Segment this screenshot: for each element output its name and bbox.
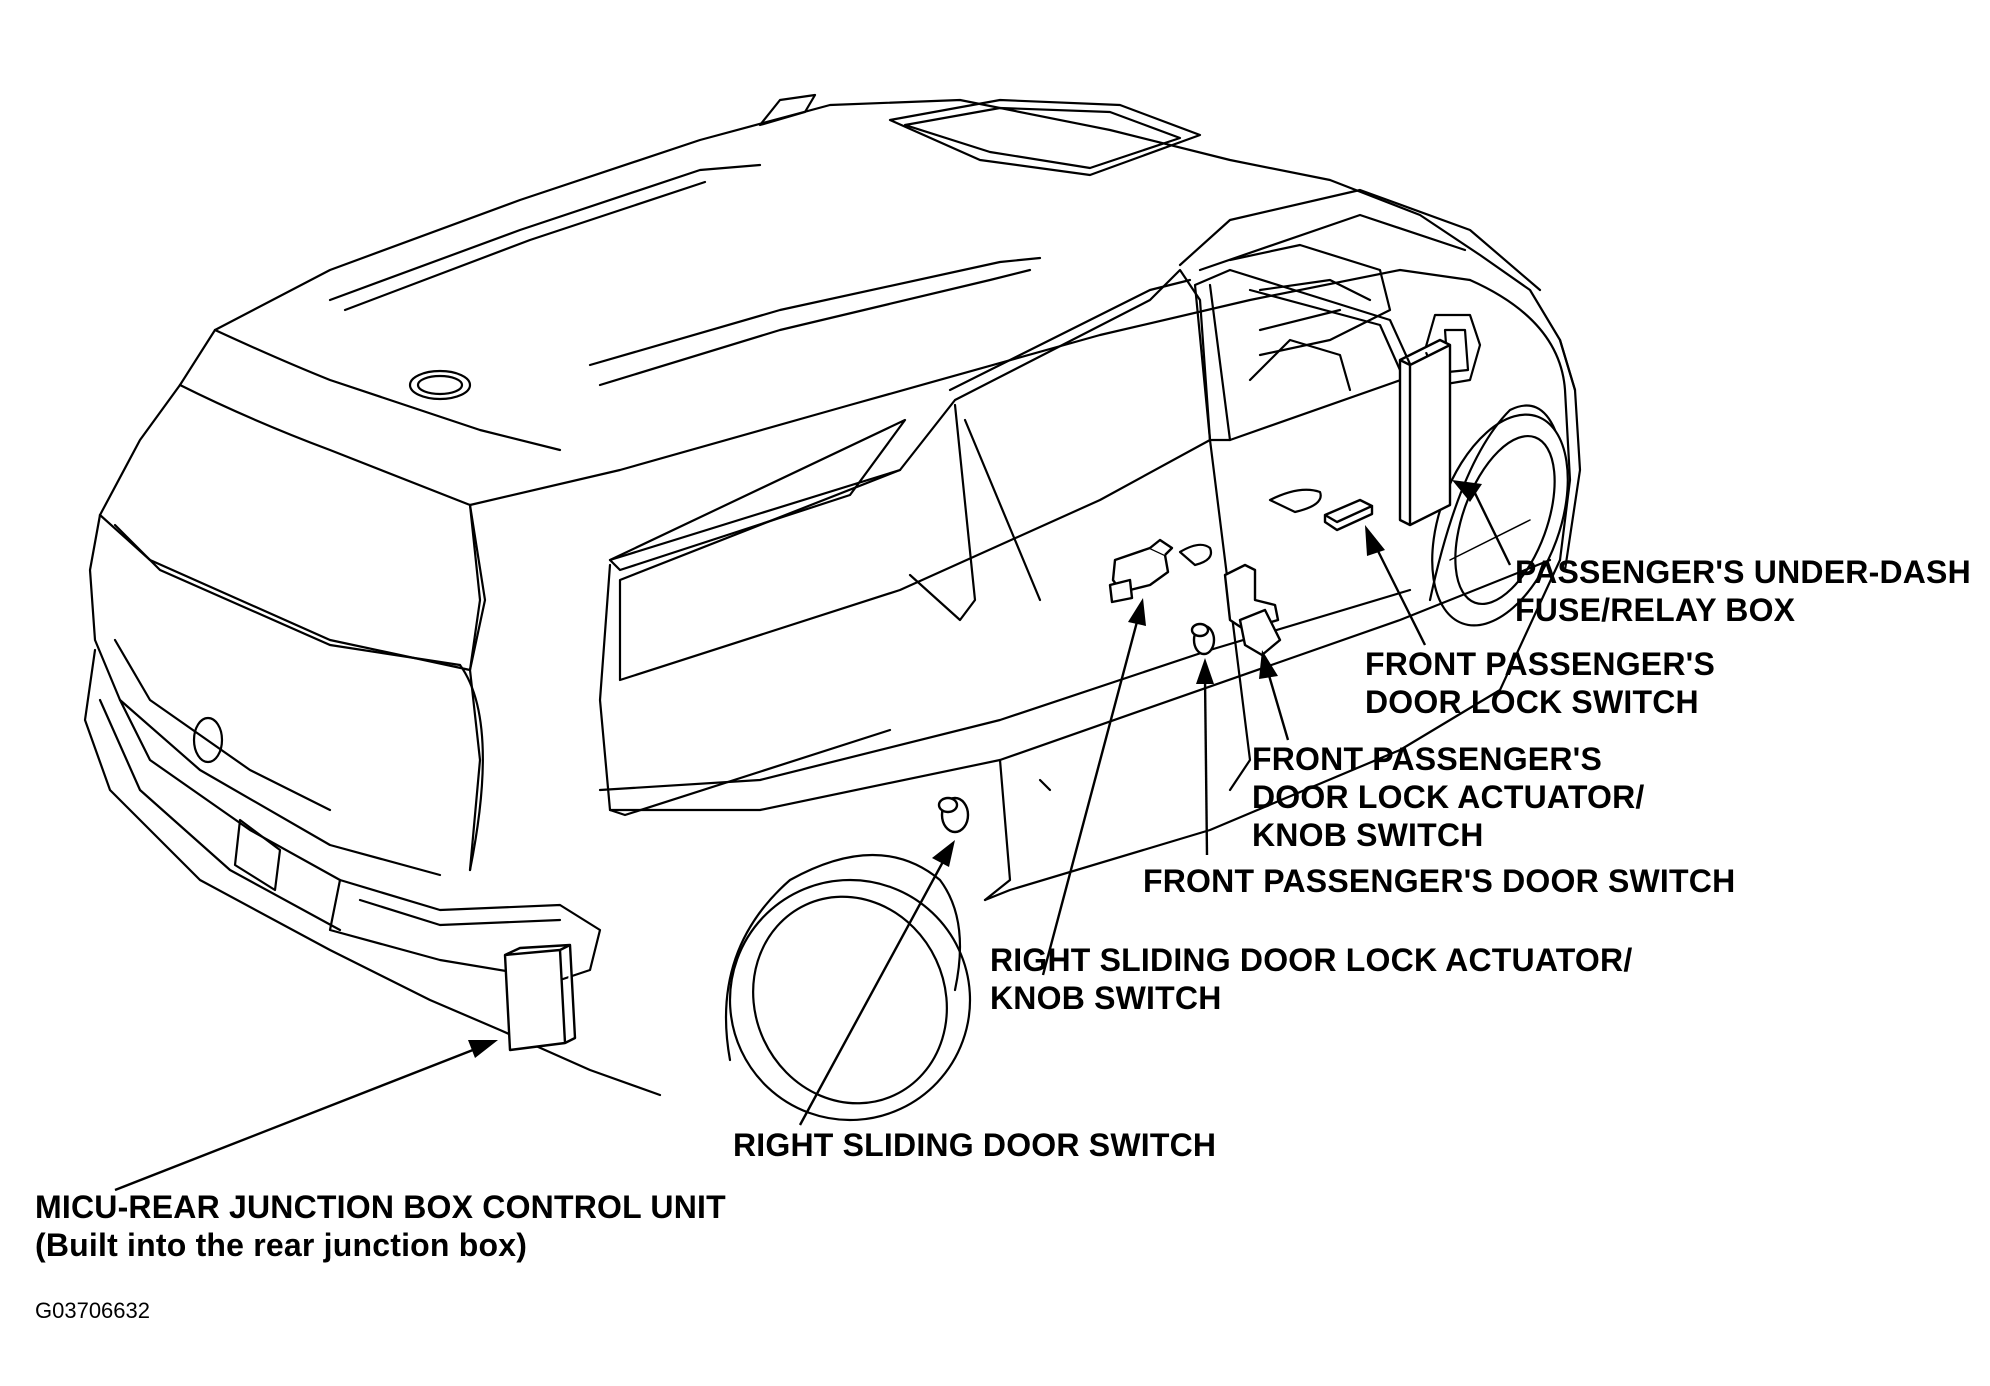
label-line: DOOR LOCK SWITCH	[1365, 684, 1699, 720]
component-markers	[503, 338, 1452, 1052]
label-line: DOOR LOCK ACTUATOR/	[1252, 779, 1645, 815]
leader-lines	[114, 480, 1512, 1192]
door-lock-switch-marker	[1323, 498, 1374, 532]
fuse-relay-box-marker	[1398, 338, 1452, 527]
label-line: KNOB SWITCH	[1252, 817, 1484, 853]
label-sliding-door-switch: RIGHT SLIDING DOOR SWITCH	[733, 1126, 1216, 1164]
label-line: MICU-REAR JUNCTION BOX CONTROL UNIT	[35, 1189, 726, 1225]
label-sliding-actuator: RIGHT SLIDING DOOR LOCK ACTUATOR/ KNOB S…	[990, 941, 1632, 1017]
van-body-outline	[83, 93, 1582, 1122]
label-line: KNOB SWITCH	[990, 980, 1222, 1016]
label-door-lock-switch: FRONT PASSENGER'S DOOR LOCK SWITCH	[1365, 645, 1715, 721]
label-micu: MICU-REAR JUNCTION BOX CONTROL UNIT (Bui…	[35, 1188, 726, 1264]
label-line: FRONT PASSENGER'S	[1252, 741, 1603, 777]
label-line: FRONT PASSENGER'S DOOR SWITCH	[1143, 863, 1736, 899]
label-front-door-switch: FRONT PASSENGER'S DOOR SWITCH	[1143, 862, 1735, 900]
label-line: RIGHT SLIDING DOOR LOCK ACTUATOR/	[990, 942, 1633, 978]
label-line: FUSE/RELAY BOX	[1515, 592, 1796, 628]
label-line: RIGHT SLIDING DOOR SWITCH	[733, 1127, 1217, 1163]
label-line: PASSENGER'S UNDER-DASH	[1515, 554, 1971, 590]
figure-code: G03706632	[35, 1298, 150, 1323]
label-fuse-relay-box: PASSENGER'S UNDER-DASH FUSE/RELAY BOX	[1515, 553, 1971, 629]
micu-junction-box-marker	[503, 943, 577, 1052]
label-front-actuator: FRONT PASSENGER'S DOOR LOCK ACTUATOR/ KN…	[1252, 740, 1645, 854]
label-line: FRONT PASSENGER'S	[1365, 646, 1716, 682]
label-line: (Built into the rear junction box)	[35, 1227, 528, 1263]
